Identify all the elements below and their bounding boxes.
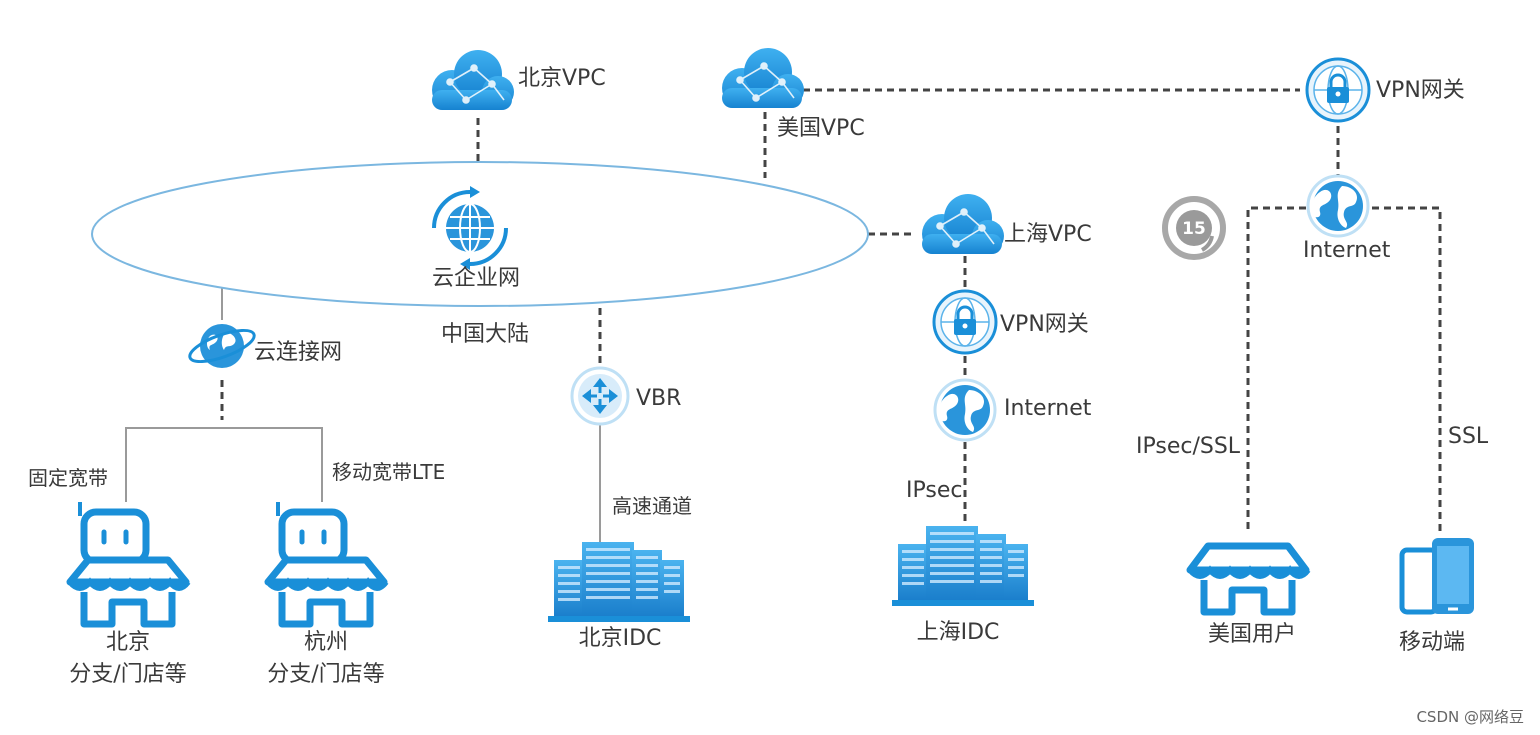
cen-label: 云企业网 bbox=[432, 266, 521, 291]
hangzhou-store-desc: 分支/门店等 bbox=[267, 662, 385, 687]
beijing-idc-label: 北京IDC bbox=[578, 626, 662, 651]
store-icon bbox=[1186, 542, 1311, 616]
cloud-icon bbox=[431, 49, 515, 111]
ipsec-ssl-label: IPsec/SSL bbox=[1136, 434, 1241, 459]
building-icon bbox=[548, 542, 690, 622]
timer-badge: 15 bbox=[1162, 196, 1226, 260]
ssl-label: SSL bbox=[1448, 424, 1489, 449]
router-icon bbox=[570, 366, 630, 426]
beijing-store-desc: 分支/门店等 bbox=[69, 662, 187, 687]
vpn-gateway-top-label: VPN网关 bbox=[1376, 78, 1465, 103]
phone-icon bbox=[1399, 538, 1474, 615]
express-connect-label: 高速通道 bbox=[612, 494, 692, 518]
us-vpc-label: 美国VPC bbox=[777, 116, 865, 141]
cloud-icon bbox=[721, 47, 805, 109]
shanghai-idc-label: 上海IDC bbox=[916, 620, 1000, 645]
globe-icon bbox=[1306, 174, 1370, 238]
cen-icon bbox=[432, 186, 508, 270]
planet-icon bbox=[188, 324, 256, 368]
mobile-label: 移动端 bbox=[1398, 630, 1466, 655]
ipsec-label: IPsec bbox=[906, 478, 963, 503]
internet-top-label: Internet bbox=[1303, 238, 1391, 263]
vpn-gateway-mid-label: VPN网关 bbox=[1000, 312, 1089, 337]
solid-links bbox=[125, 288, 601, 562]
mobile-lte-label: 移动宽带LTE bbox=[332, 460, 446, 484]
lock-icon bbox=[1305, 57, 1371, 123]
globe-icon bbox=[933, 378, 997, 442]
watermark: CSDN @网络豆 bbox=[1416, 708, 1524, 726]
vbr-label: VBR bbox=[636, 386, 682, 411]
lock-icon bbox=[932, 289, 998, 355]
store-icon bbox=[268, 502, 386, 624]
badge-number: 15 bbox=[1182, 219, 1206, 239]
store-icon bbox=[70, 502, 188, 624]
cloud-connect-label: 云连接网 bbox=[254, 340, 343, 365]
beijing-store-city: 北京 bbox=[105, 630, 151, 655]
building-icon bbox=[892, 526, 1034, 606]
china-mainland-label: 中国大陆 bbox=[441, 322, 530, 347]
us-user-label: 美国用户 bbox=[1207, 622, 1297, 647]
fixed-broadband-label: 固定宽带 bbox=[28, 466, 108, 490]
internet-mid-label: Internet bbox=[1004, 396, 1092, 421]
hangzhou-store-city: 杭州 bbox=[303, 630, 349, 655]
beijing-vpc-label: 北京VPC bbox=[518, 66, 606, 91]
cloud-icon bbox=[921, 193, 1005, 255]
shanghai-vpc-label: 上海VPC bbox=[1004, 222, 1092, 247]
